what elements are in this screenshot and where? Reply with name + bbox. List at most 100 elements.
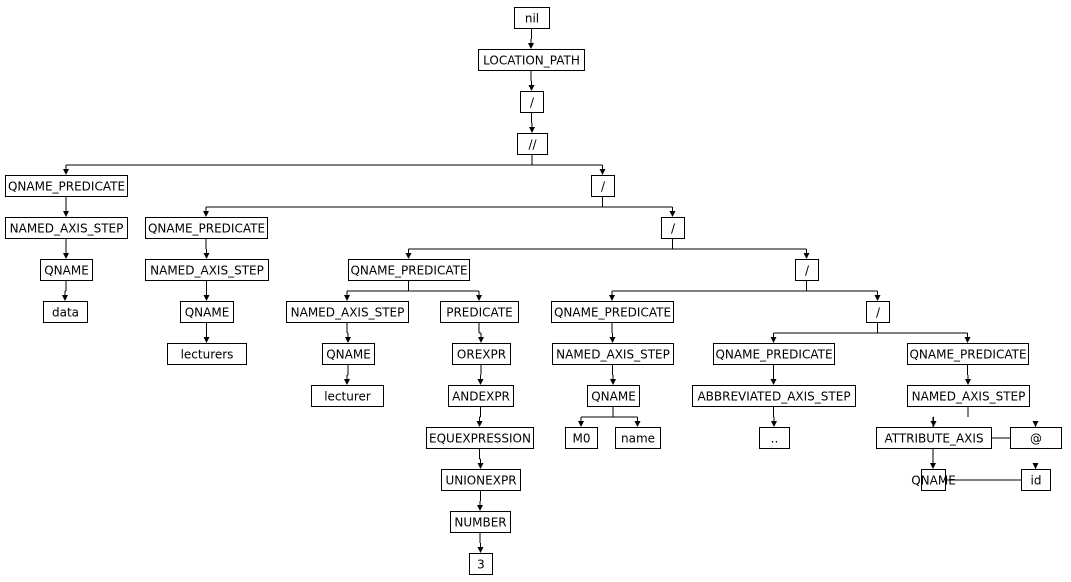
edge-arrowhead xyxy=(203,211,209,217)
nodes-layer: nilLOCATION_PATH///QNAME_PREDICATENAMED_… xyxy=(5,7,1062,575)
tree-node-qname: QNAME xyxy=(911,469,956,491)
edge-group xyxy=(63,196,69,217)
node-box xyxy=(478,49,585,71)
node-label: @ xyxy=(1030,432,1042,446)
tree-node-lecturer: lecturer xyxy=(311,385,384,407)
node-label: M0 xyxy=(573,432,591,446)
node-label: lecturers xyxy=(181,348,234,362)
tree-node-qname-predicate: QNAME_PREDICATE xyxy=(348,259,470,281)
edge-arrowhead xyxy=(345,337,351,343)
node-label: 3 xyxy=(477,558,485,572)
tree-node-named-axis-step: NAMED_AXIS_STEP xyxy=(145,259,269,281)
node-box xyxy=(907,385,1030,407)
node-box xyxy=(180,301,234,323)
node-box xyxy=(866,301,890,323)
edge-arrowhead xyxy=(965,379,971,385)
node-box xyxy=(40,259,93,281)
tree-node-equexpression: EQUEXPRESSION xyxy=(426,427,534,449)
node-box xyxy=(469,553,493,575)
edge-arrowhead xyxy=(477,463,484,469)
node-label: name xyxy=(621,432,655,446)
tree-node-qname-predicate: QNAME_PREDICATE xyxy=(713,343,835,365)
node-label: QNAME xyxy=(591,390,636,404)
edge-arrowhead xyxy=(529,127,535,133)
edge-group xyxy=(477,532,484,553)
tree-node-qname: QNAME xyxy=(180,301,234,323)
tree-node-location-path: LOCATION_PATH xyxy=(478,49,585,71)
tree-node-abbreviated-axis-step: ABBREVIATED_AXIS_STEP xyxy=(692,385,856,407)
edge-group xyxy=(63,154,606,175)
edge-arrowhead xyxy=(344,379,350,385)
edge-arrowhead xyxy=(609,295,615,301)
tree-node-qname: QNAME xyxy=(40,259,93,281)
node-label: NAMED_AXIS_STEP xyxy=(150,264,264,278)
edge-line xyxy=(932,406,969,468)
edge-arrowhead xyxy=(344,295,350,301)
edge-group xyxy=(609,280,881,301)
node-label: QNAME_PREDICATE xyxy=(715,348,832,362)
edge-group xyxy=(203,322,210,343)
edge-line xyxy=(65,154,603,174)
tree-node-andexpr: ANDEXPR xyxy=(448,385,514,407)
node-box xyxy=(5,175,128,197)
edge-arrowhead xyxy=(803,253,810,259)
edge-arrowhead xyxy=(203,337,210,343)
node-label: NAMED_AXIS_STEP xyxy=(10,222,124,236)
tree-node-predicate: PREDICATE xyxy=(440,301,519,323)
edge-arrowhead xyxy=(1032,463,1039,469)
tree-node-qname-predicate: QNAME_PREDICATE xyxy=(145,217,268,239)
node-box xyxy=(514,7,550,29)
node-box xyxy=(1010,427,1062,449)
node-label: QNAME_PREDICATE xyxy=(8,180,125,194)
edge-arrowhead xyxy=(578,421,584,427)
node-box xyxy=(5,217,128,239)
node-label: OREXPR xyxy=(457,348,506,362)
node-label: ABBREVIATED_AXIS_STEP xyxy=(697,390,850,404)
tree-node-lecturers: lecturers xyxy=(167,343,247,365)
node-box xyxy=(441,469,521,491)
tree-node-qname-predicate: QNAME_PREDICATE xyxy=(907,343,1029,365)
tree-node-name: name xyxy=(615,427,661,449)
edge-arrowhead xyxy=(476,421,483,427)
node-box xyxy=(426,427,534,449)
edge-line xyxy=(408,238,807,258)
edge-arrowhead xyxy=(771,421,777,427)
tree-node-named-axis-step: NAMED_AXIS_STEP xyxy=(5,217,128,239)
edge-group xyxy=(62,280,68,301)
node-box xyxy=(1021,469,1051,491)
edge-arrowhead xyxy=(609,337,616,343)
edge-group xyxy=(345,322,351,343)
edge-arrowhead xyxy=(964,337,971,343)
edge-arrowhead xyxy=(528,85,535,91)
tree-node-attribute-axis: ATTRIBUTE_AXIS xyxy=(876,427,992,449)
node-label: PREDICATE xyxy=(446,306,513,320)
tree-node-number: NUMBER xyxy=(450,511,511,533)
edge-line xyxy=(773,322,968,342)
edge-arrowhead xyxy=(770,379,777,385)
node-label: NAMED_AXIS_STEP xyxy=(556,348,670,362)
tree-node-named-axis-step: NAMED_AXIS_STEP xyxy=(552,343,674,365)
node-box xyxy=(167,343,247,365)
edge-group xyxy=(578,406,641,427)
edge-group xyxy=(477,364,484,385)
node-box xyxy=(311,385,384,407)
edge-arrowhead xyxy=(610,379,616,385)
edge-group xyxy=(477,448,484,469)
tree-node-double-slash: // xyxy=(517,133,548,155)
node-label: data xyxy=(52,306,79,320)
edge-group xyxy=(63,238,69,259)
edge-arrowhead xyxy=(478,337,484,343)
node-label: QNAME xyxy=(911,474,956,488)
tree-node-qname: QNAME xyxy=(587,385,640,407)
tree-node-orexpr: OREXPR xyxy=(452,343,511,365)
tree-node-slash: / xyxy=(591,175,615,197)
tree-node-data: data xyxy=(43,301,88,323)
node-label: NUMBER xyxy=(454,516,506,530)
tree-node-slash: / xyxy=(520,91,544,113)
edge-group xyxy=(477,490,483,511)
node-label: lecturer xyxy=(324,390,371,404)
node-box xyxy=(43,301,88,323)
node-box xyxy=(907,343,1029,365)
edge-arrowhead xyxy=(476,295,482,301)
tree-node-slash: / xyxy=(661,217,685,239)
